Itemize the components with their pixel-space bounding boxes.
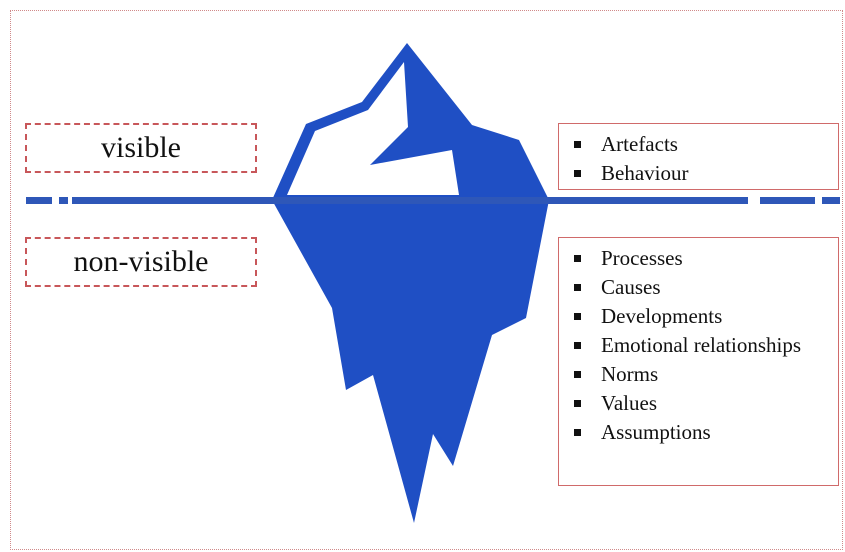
iceberg-tip-highlight: [287, 62, 459, 195]
waterline-dash: [822, 197, 840, 204]
visible-label: visible: [25, 123, 257, 173]
list-item: Artefacts: [571, 130, 832, 159]
non-visible-label: non-visible: [25, 237, 257, 287]
waterline: [26, 197, 840, 204]
waterline-dash: [26, 197, 52, 204]
list-item: Emotional relationships: [571, 331, 832, 360]
hidden-items-list: Processes Causes Developments Emotional …: [571, 244, 832, 447]
diagram-frame: [10, 10, 843, 550]
iceberg-submerged: [272, 200, 549, 523]
visible-items-list: Artefacts Behaviour: [571, 130, 832, 188]
waterline-dash: [59, 197, 68, 204]
waterline-dash: [760, 197, 815, 204]
list-item: Norms: [571, 360, 832, 389]
list-item: Developments: [571, 302, 832, 331]
hidden-items-box: Processes Causes Developments Emotional …: [558, 237, 839, 486]
list-item: Processes: [571, 244, 832, 273]
list-item: Behaviour: [571, 159, 832, 188]
list-item: Values: [571, 389, 832, 418]
visible-items-box: Artefacts Behaviour: [558, 123, 839, 190]
waterline-main: [72, 197, 748, 204]
list-item: Assumptions: [571, 418, 832, 447]
list-item: Causes: [571, 273, 832, 302]
